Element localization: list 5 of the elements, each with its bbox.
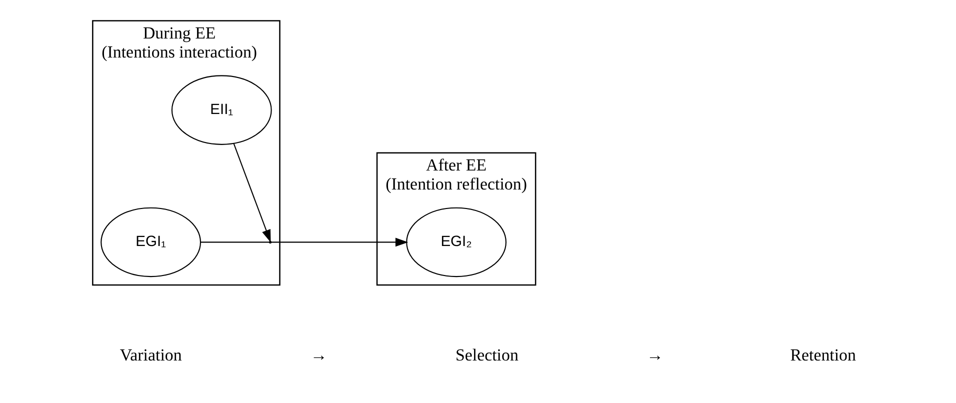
label: →	[646, 345, 663, 364]
label: Retention	[790, 345, 856, 364]
label: →	[310, 345, 327, 364]
label: Variation	[119, 345, 182, 364]
label: Selection	[454, 345, 518, 364]
